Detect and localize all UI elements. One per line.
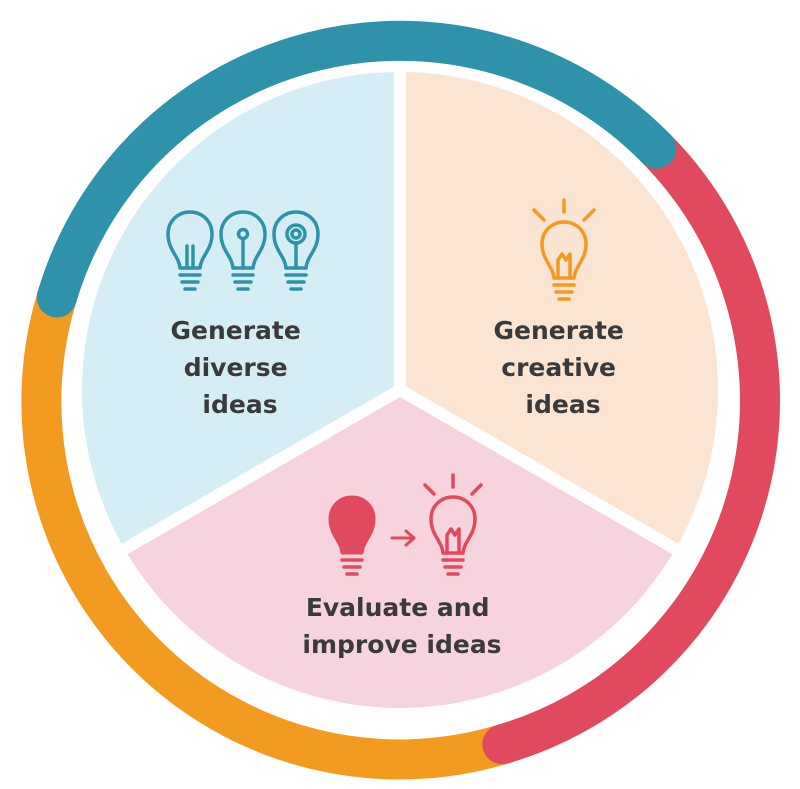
inner-disc	[81, 66, 719, 709]
bulb-outline-2-icon	[219, 210, 267, 291]
ring-arc-red	[482, 128, 780, 765]
ring-arc-orange	[21, 277, 523, 780]
ring-arc-teal	[36, 20, 677, 318]
label-diverse: Generate diverse ideas	[170, 316, 309, 419]
bulb-outline-3-icon	[272, 210, 320, 291]
divider-right	[397, 384, 684, 558]
label-evaluate: Evaluate and improve ideas	[302, 593, 501, 659]
bulb-lit-outline-icon	[423, 473, 483, 576]
bulb-to-lit-bulb-icon	[328, 473, 483, 576]
label-evaluate-line-2: improve ideas	[302, 630, 501, 659]
segment-dividers	[116, 66, 684, 558]
three-lightbulbs-icon	[166, 210, 320, 291]
arrow-right-icon	[390, 529, 416, 547]
bulb-outline-1-icon	[166, 210, 214, 291]
label-diverse-line-3: ideas	[202, 390, 277, 419]
bulb-filled-icon	[328, 495, 376, 576]
label-diverse-line-2: diverse	[184, 353, 288, 382]
label-creative-line-1: Generate	[493, 316, 623, 345]
label-creative-line-2: creative	[501, 353, 616, 382]
lit-lightbulb-icon	[532, 198, 596, 301]
label-creative-line-3: ideas	[525, 390, 600, 419]
label-creative: Generate creative ideas	[493, 316, 632, 419]
label-evaluate-line-1: Evaluate and	[306, 593, 490, 622]
label-diverse-line-1: Generate	[170, 316, 300, 345]
outer-ring	[21, 20, 780, 780]
divider-left	[116, 384, 403, 558]
